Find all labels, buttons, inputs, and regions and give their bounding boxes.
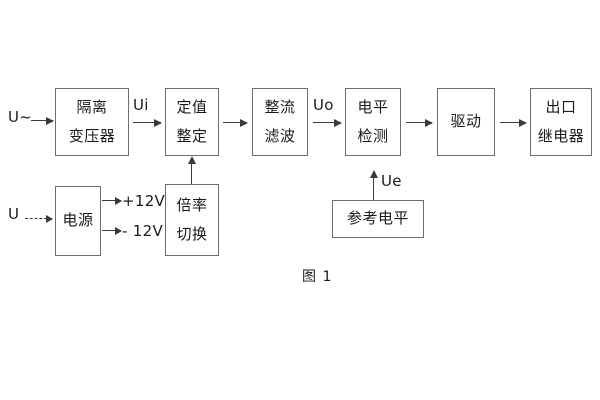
signal-label-ui: Ui xyxy=(133,96,149,114)
block-reference-level: 参考电平 xyxy=(332,200,424,238)
block-multiplier-switch: 倍率 切换 xyxy=(165,184,219,256)
arrow-isolation-transformer-to-setpoint-adjust xyxy=(133,118,162,127)
block-rectify-filter-line1: 整流 xyxy=(264,97,296,116)
arrow-multiplier-switch-to-setpoint-adjust xyxy=(187,156,196,184)
rail-positive-label: +12V xyxy=(122,192,166,210)
block-drive-line1: 驱动 xyxy=(450,112,482,131)
arrow-reference-level-to-level-detect xyxy=(369,170,378,200)
arrow-rail-positive xyxy=(102,197,122,206)
block-reference-level-line1: 参考电平 xyxy=(346,209,409,228)
rail-negative-label: - 12V xyxy=(122,222,164,240)
figure-caption: 图 1 xyxy=(302,269,333,285)
block-output-relay: 出口 继电器 xyxy=(530,88,592,156)
block-multiplier-switch-line1: 倍率 xyxy=(176,195,208,214)
arrow-setpoint-adjust-to-rectify-filter xyxy=(223,118,248,127)
arrow-rail-negative xyxy=(102,227,122,236)
signal-label-uo: Uo xyxy=(313,96,334,114)
signal-label-ue: Ue xyxy=(381,172,402,190)
arrow-input-dc-to-power-supply xyxy=(25,215,53,224)
arrow-input-ac-to-isolation-transformer xyxy=(31,116,54,125)
block-level-detect-line2: 检测 xyxy=(357,126,389,145)
block-setpoint-adjust: 定值 整定 xyxy=(165,88,219,156)
block-rectify-filter-line2: 滤波 xyxy=(264,126,296,145)
block-power-supply-line1: 电源 xyxy=(62,211,94,230)
block-power-supply: 电源 xyxy=(55,186,101,256)
block-multiplier-switch-line2: 切换 xyxy=(176,224,208,243)
block-level-detect-line1: 电平 xyxy=(357,97,389,116)
input-dc-label: U xyxy=(8,205,20,223)
block-drive: 驱动 xyxy=(437,88,495,156)
block-isolation-transformer-line1: 隔离 xyxy=(76,97,108,116)
arrow-drive-to-output-relay xyxy=(500,118,527,127)
block-setpoint-adjust-line2: 整定 xyxy=(176,126,208,145)
block-isolation-transformer: 隔离 变压器 xyxy=(55,88,129,156)
block-output-relay-line2: 继电器 xyxy=(537,126,585,145)
block-level-detect: 电平 检测 xyxy=(345,88,401,156)
input-ac-label: U~ xyxy=(8,108,33,126)
arrow-rectify-filter-to-level-detect xyxy=(313,118,342,127)
block-isolation-transformer-line2: 变压器 xyxy=(68,126,116,145)
block-rectify-filter: 整流 滤波 xyxy=(252,88,308,156)
block-setpoint-adjust-line1: 定值 xyxy=(176,97,208,116)
block-output-relay-line1: 出口 xyxy=(545,97,577,116)
arrow-level-detect-to-drive xyxy=(406,118,433,127)
